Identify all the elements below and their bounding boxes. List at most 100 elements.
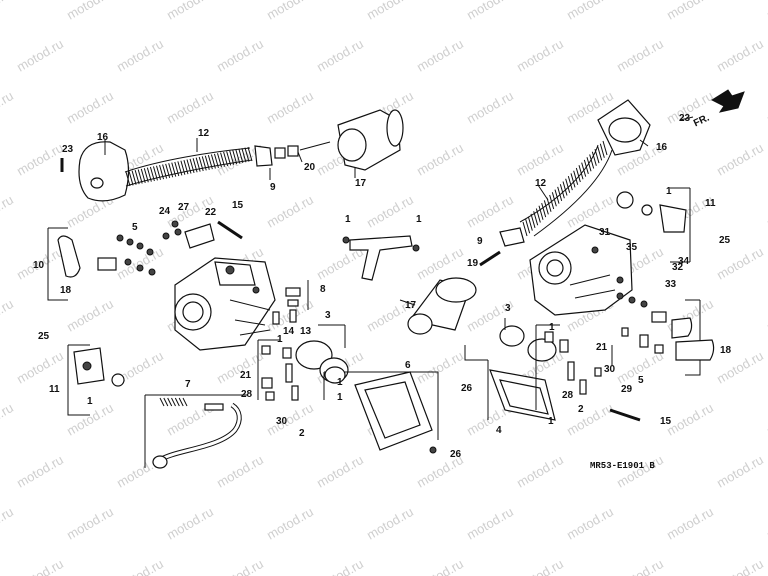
- callout-number: 15: [660, 416, 672, 427]
- watermark-text: motod.ru: [114, 36, 166, 75]
- watermark-text: motod.ru: [714, 556, 766, 576]
- watermark-text: motod.ru: [514, 556, 566, 576]
- watermark-text: motod.ru: [664, 400, 716, 439]
- callout-number: 28: [562, 390, 574, 401]
- callout-number: 22: [205, 207, 217, 218]
- watermark-text: motod.ru: [64, 504, 116, 543]
- carb-body-right: [529, 224, 633, 316]
- spring-left: [124, 146, 253, 187]
- float-valve-right: [616, 187, 691, 263]
- watermark-text: motod.ru: [414, 348, 466, 387]
- watermark-text: motod.ru: [64, 296, 116, 335]
- watermark-text: motod.ru: [414, 556, 466, 576]
- watermark-text: motod.ru: [0, 0, 16, 23]
- watermark-text: motod.ru: [364, 504, 416, 543]
- callout-number: 9: [270, 182, 276, 193]
- watermark-text: motod.ru: [464, 504, 516, 543]
- callout-number: 17: [355, 178, 367, 189]
- callout-number: 11: [705, 198, 716, 209]
- choke-plate-left: [162, 220, 215, 249]
- watermark-text: motod.ru: [514, 140, 566, 179]
- watermark-text: motod.ru: [14, 140, 66, 179]
- callout-number: 20: [304, 162, 316, 173]
- callout-number: 3: [325, 310, 331, 321]
- callout-number: 3: [505, 303, 511, 314]
- watermark-text: motod.ru: [514, 452, 566, 491]
- jet-group-8: [285, 280, 309, 310]
- watermark-text: motod.ru: [614, 452, 666, 491]
- callout-number: 18: [60, 285, 72, 296]
- callout-number: 5: [132, 222, 138, 233]
- callout-number: 31: [599, 227, 611, 238]
- callout-number: 4: [496, 425, 502, 436]
- watermark-text: motod.ru: [264, 88, 316, 127]
- watermark-text: motod.ru: [214, 452, 266, 491]
- callout-number: 6: [405, 360, 411, 371]
- watermark-text: motod.ru: [364, 192, 416, 231]
- jet-group-5-right: [611, 327, 664, 365]
- callout-number: 1: [416, 214, 422, 225]
- watermark-text: motod.ru: [314, 556, 366, 576]
- watermark-text: motod.ru: [214, 36, 266, 75]
- watermark-text: motod.ru: [14, 452, 66, 491]
- jet-stack-left: [257, 339, 299, 401]
- needle-holder-left: [254, 145, 299, 167]
- watermark-text: motod.ru: [0, 400, 16, 439]
- callout-number: 15: [232, 200, 244, 211]
- callout-number: 26: [450, 449, 462, 460]
- callout-number: 33: [665, 279, 677, 290]
- watermark-text: motod.ru: [214, 556, 266, 576]
- callout-number: 1: [549, 322, 555, 333]
- watermark-text: motod.ru: [664, 504, 716, 543]
- watermark-text: motod.ru: [114, 244, 166, 283]
- callout-number: 7: [185, 379, 191, 390]
- callout-number: 21: [596, 342, 608, 353]
- callout-number: 19: [467, 258, 479, 269]
- callout-number: 9: [477, 236, 483, 247]
- callout-number: 32: [672, 262, 684, 273]
- callout-number: 8: [320, 284, 326, 295]
- watermark-text: motod.ru: [164, 504, 216, 543]
- watermark-text: motod.ru: [0, 504, 16, 543]
- watermark-text: motod.ru: [264, 400, 316, 439]
- watermark-text: motod.ru: [764, 296, 768, 335]
- linkage-bracket-middle: [342, 235, 420, 281]
- bracket-group-18: [616, 292, 715, 376]
- callout-number: 30: [276, 416, 288, 427]
- watermark-text: motod.ru: [0, 192, 16, 231]
- watermark-text: motod.ru: [314, 452, 366, 491]
- watermark-text: motod.ru: [664, 0, 716, 23]
- callout-number: 16: [656, 142, 668, 153]
- callout-number: 18: [720, 345, 732, 356]
- watermark-text: motod.ru: [264, 0, 316, 23]
- watermark-text: motod.ru: [264, 504, 316, 543]
- callout-number: 12: [535, 178, 547, 189]
- float-valve-left: [67, 344, 125, 416]
- watermark-text: motod.ru: [0, 296, 16, 335]
- callout-number: 27: [178, 202, 190, 213]
- watermark-text: motod.ru: [464, 0, 516, 23]
- callout-number: 29: [621, 384, 633, 395]
- drain-tube-left: [144, 394, 248, 469]
- callout-number: 1: [345, 214, 351, 225]
- watermark-text: motod.ru: [114, 556, 166, 576]
- callout-number: 34: [678, 256, 690, 267]
- callout-number: 30: [604, 364, 616, 375]
- watermark-text: motod.ru: [414, 244, 466, 283]
- callout-number: 1: [87, 396, 93, 407]
- watermark-text: motod.ru: [14, 36, 66, 75]
- funnel-left: [337, 109, 404, 171]
- watermark-text: motod.ru: [414, 36, 466, 75]
- callout-number: 14: [283, 326, 295, 337]
- watermark-text: motod.ru: [564, 400, 616, 439]
- watermark-text: motod.ru: [764, 504, 768, 543]
- float-3-right: [499, 318, 557, 362]
- front-marker-label: FR.: [692, 112, 711, 129]
- callout-number: 16: [97, 132, 109, 143]
- carb-top-cover-right: [597, 99, 651, 156]
- carb-top-cover-left: [78, 141, 130, 202]
- watermark-text: motod.ru: [64, 0, 116, 23]
